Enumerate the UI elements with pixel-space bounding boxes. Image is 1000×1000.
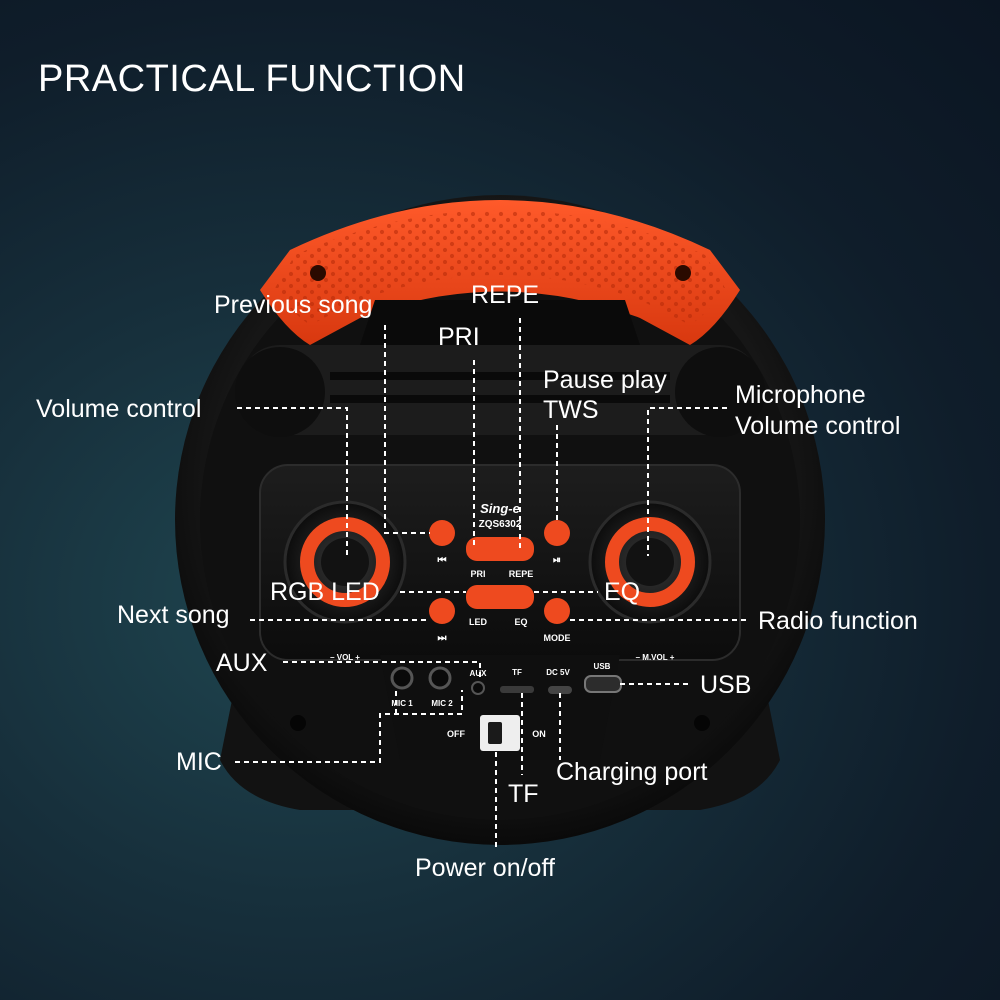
- mode-button: [544, 598, 570, 624]
- btn-pri-label: PRI: [470, 569, 485, 579]
- btn-eq-label: EQ: [514, 617, 527, 627]
- previous-button: [429, 520, 455, 546]
- next-icon: ⏭: [438, 633, 447, 644]
- svg-text:MIC 1: MIC 1: [391, 699, 413, 708]
- callout-power: Power on/off: [415, 854, 555, 882]
- mic1-jack: [390, 666, 414, 690]
- btn-led-label: LED: [469, 617, 488, 627]
- callout-lines: [235, 318, 750, 850]
- btn-mode-label: MODE: [544, 633, 571, 643]
- mic-volume-knob: [588, 500, 712, 624]
- left-cup: [235, 347, 325, 437]
- led-eq-button: [466, 585, 534, 609]
- callout-charging-port: Charging port: [556, 758, 708, 786]
- svg-text:USB: USB: [594, 662, 611, 671]
- model-label: ZQS6302: [479, 519, 522, 530]
- callout-radio-function: Radio function: [758, 607, 918, 635]
- callout-microphone: Microphone: [735, 381, 866, 409]
- right-cup: [675, 347, 765, 437]
- callout-repe: REPE: [471, 281, 540, 309]
- callout-next-song: Next song: [117, 601, 230, 629]
- callout-pause-play: Pause play: [543, 366, 667, 394]
- mvol-tag: – M.VOL +: [636, 653, 675, 662]
- next-button: [429, 598, 455, 624]
- play-button: [544, 520, 570, 546]
- svg-text:ON: ON: [532, 729, 546, 739]
- top-recess: [360, 300, 640, 345]
- page-title: PRACTICAL FUNCTION: [38, 58, 466, 100]
- svg-text:TF: TF: [512, 668, 522, 677]
- dc-port: [548, 686, 572, 694]
- callout-rgb-led: RGB LED: [270, 578, 380, 606]
- svg-text:AUX: AUX: [470, 669, 488, 678]
- callout-volume-control: Volume control: [36, 395, 202, 423]
- aux-jack: [471, 681, 485, 695]
- svg-text:OFF: OFF: [447, 729, 465, 739]
- callout-microphone-volume: Volume control: [735, 412, 901, 440]
- callout-mic: MIC: [176, 748, 222, 776]
- svg-text:DC 5V: DC 5V: [546, 668, 570, 677]
- usb-port: [584, 675, 622, 693]
- tf-slot: [500, 686, 534, 693]
- callout-pri: PRI: [438, 323, 480, 351]
- previous-icon: ⏮: [438, 555, 447, 566]
- callout-tf: TF: [508, 780, 539, 808]
- callout-eq: EQ: [604, 578, 641, 606]
- play-pause-icon: ⏯: [553, 555, 561, 566]
- volume-knob: [283, 500, 407, 624]
- callout-aux: AUX: [216, 649, 268, 677]
- pri-repe-button: [466, 537, 534, 561]
- vol-tag: – VOL +: [330, 653, 360, 662]
- callout-previous-song: Previous song: [214, 291, 373, 319]
- callout-tws: TWS: [543, 396, 599, 424]
- btn-repe-label: REPE: [509, 569, 534, 579]
- callout-usb: USB: [700, 671, 752, 699]
- svg-text:MIC 2: MIC 2: [431, 699, 453, 708]
- mic2-jack: [428, 666, 452, 690]
- brand-logo: Sing-e: [480, 501, 520, 516]
